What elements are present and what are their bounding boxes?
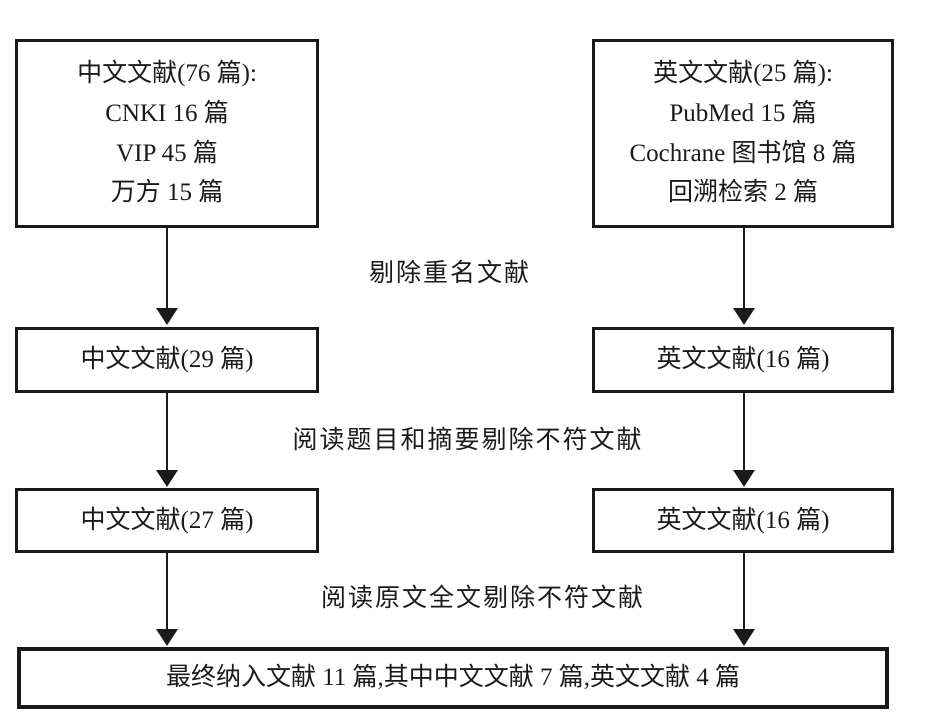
down-arrow-icon: [156, 228, 178, 325]
box-english-initial: 英文文献(25 篇): PubMed 15 篇 Cochrane 图书馆 8 篇…: [592, 39, 894, 228]
box-final-included: 最终纳入文献 11 篇,其中中文文献 7 篇,英文文献 4 篇: [17, 647, 889, 709]
box-text-line: 中文文献(76 篇):: [77, 60, 257, 88]
box-english-after-screening: 英文文献(16 篇): [592, 488, 894, 553]
box-chinese-after-dedup: 中文文献(29 篇): [15, 327, 319, 393]
arrow-shaft: [743, 553, 745, 633]
down-arrow-icon: [156, 393, 178, 487]
arrow-shaft: [743, 228, 745, 312]
box-chinese-after-screening: 中文文献(27 篇): [15, 488, 319, 553]
arrow-head: [733, 629, 755, 646]
arrow-head: [733, 470, 755, 487]
step-label-title-abstract-screening: 阅读题目和摘要剔除不符文献: [292, 427, 644, 454]
box-text-line: 万方 15 篇: [110, 179, 224, 207]
box-text-line: VIP 45 篇: [116, 139, 218, 167]
down-arrow-icon: [156, 553, 178, 646]
arrow-shaft: [166, 228, 168, 312]
box-text-line: CNKI 16 篇: [105, 100, 229, 128]
box-text-line: Cochrane 图书馆 8 篇: [629, 139, 857, 167]
box-text-line: PubMed 15 篇: [669, 100, 817, 128]
down-arrow-icon: [733, 393, 755, 487]
arrow-head: [156, 470, 178, 487]
arrow-head: [156, 629, 178, 646]
step-label-remove-duplicates: 剔除重名文献: [368, 260, 532, 287]
arrow-shaft: [743, 393, 745, 474]
arrow-head: [733, 308, 755, 325]
box-chinese-initial: 中文文献(76 篇): CNKI 16 篇 VIP 45 篇 万方 15 篇: [15, 39, 319, 228]
arrow-shaft: [166, 553, 168, 633]
box-text-line: 回溯检索 2 篇: [667, 179, 818, 207]
down-arrow-icon: [733, 553, 755, 646]
arrow-shaft: [166, 393, 168, 474]
box-text-line: 英文文献(25 篇):: [653, 60, 833, 88]
arrow-head: [156, 308, 178, 325]
step-label-full-text-screening: 阅读原文全文剔除不符文献: [320, 585, 646, 612]
box-english-after-dedup: 英文文献(16 篇): [592, 327, 894, 393]
down-arrow-icon: [733, 228, 755, 325]
